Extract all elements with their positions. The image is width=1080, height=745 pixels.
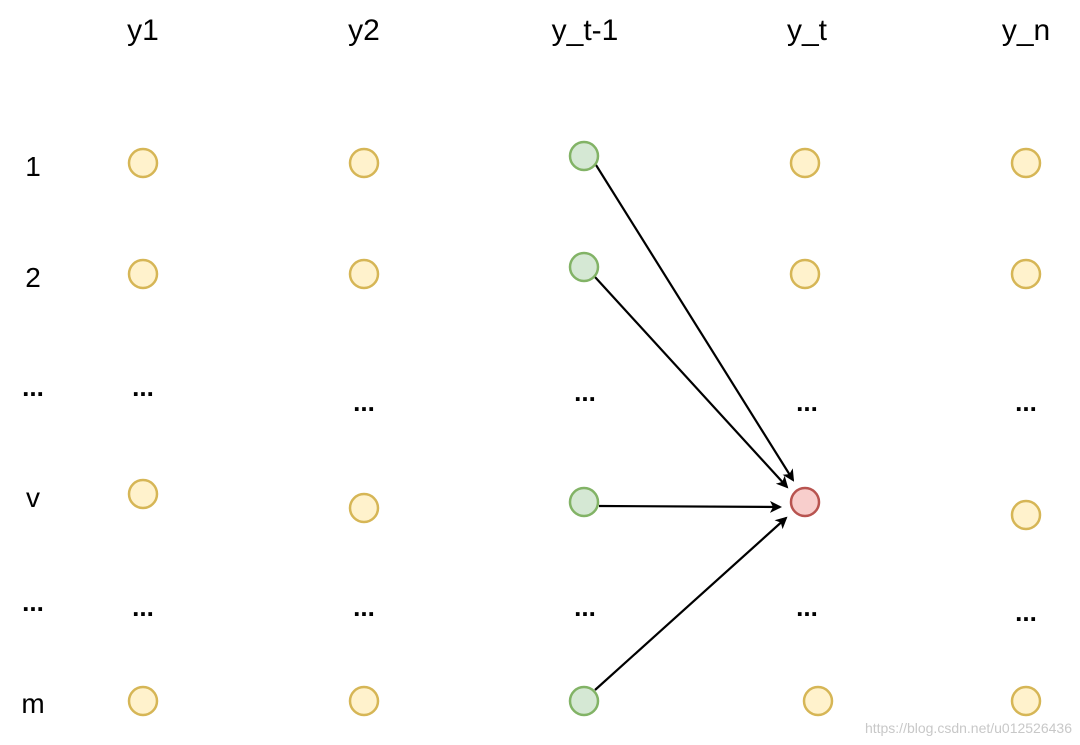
previous-state-node xyxy=(568,251,600,283)
cell-ellipsis: ... xyxy=(132,592,154,622)
column-label-y1: y1 xyxy=(127,14,159,47)
column-y1-nodes xyxy=(127,147,159,717)
state-node xyxy=(348,258,380,290)
row-label-ellipsis-lower: ... xyxy=(22,587,44,617)
cell-ellipsis: ... xyxy=(1015,597,1037,627)
state-node xyxy=(1010,258,1042,290)
previous-state-node xyxy=(568,486,600,518)
cell-ellipsis: ... xyxy=(353,387,375,417)
state-node xyxy=(1010,499,1042,531)
row-label-v: v xyxy=(26,482,40,513)
target-state-node xyxy=(789,486,821,518)
cell-ellipsis: ... xyxy=(574,377,596,407)
cell-ellipsis: ... xyxy=(796,592,818,622)
previous-state-node xyxy=(568,140,600,172)
state-node xyxy=(802,685,834,717)
state-node xyxy=(127,685,159,717)
state-node xyxy=(348,685,380,717)
watermark-text: https://blog.csdn.net/u012526436 xyxy=(865,720,1072,736)
cell-ellipsis: ... xyxy=(1015,387,1037,417)
state-node xyxy=(127,258,159,290)
row-label-m: m xyxy=(21,688,44,719)
cell-ellipsis: ... xyxy=(796,387,818,417)
edge-m-to-v xyxy=(594,516,788,691)
state-node xyxy=(127,478,159,510)
column-label-y-t: y_t xyxy=(787,14,828,47)
column-y-t-minus-1-nodes xyxy=(568,140,600,717)
column-y-n-nodes xyxy=(1010,147,1042,717)
previous-state-node xyxy=(568,685,600,717)
column-y2-nodes xyxy=(348,147,380,717)
cell-ellipsis: ... xyxy=(353,592,375,622)
row-label-1: 1 xyxy=(25,151,41,182)
state-node xyxy=(789,147,821,179)
edge-v-to-v xyxy=(598,500,782,513)
edge-1-to-v xyxy=(595,164,795,482)
column-y-t-nodes xyxy=(789,147,834,717)
row-label-ellipsis-upper: ... xyxy=(22,372,44,402)
cell-ellipsis: ... xyxy=(574,592,596,622)
column-label-y2: y2 xyxy=(348,14,380,47)
row-label-2: 2 xyxy=(25,262,41,293)
state-node xyxy=(1010,147,1042,179)
edge-2-to-v xyxy=(594,276,789,489)
state-node xyxy=(127,147,159,179)
state-node xyxy=(348,147,380,179)
column-label-y-t-minus-1: y_t-1 xyxy=(552,14,619,47)
transition-edges xyxy=(594,164,795,691)
state-node xyxy=(1010,685,1042,717)
state-node xyxy=(348,492,380,524)
column-label-y-n: y_n xyxy=(1002,14,1050,47)
cell-ellipsis: ... xyxy=(132,372,154,402)
state-node xyxy=(789,258,821,290)
